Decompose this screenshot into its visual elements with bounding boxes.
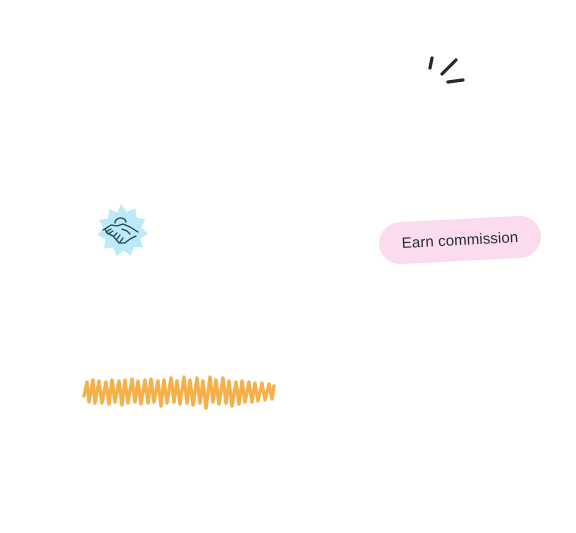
handshake-icon bbox=[102, 217, 139, 244]
zigzag-scribble bbox=[82, 375, 276, 410]
earn-commission-tag: Earn commission bbox=[378, 214, 542, 266]
spark-lines-icon bbox=[428, 56, 465, 84]
handshake-badge-icon bbox=[97, 204, 148, 256]
earn-commission-label: Earn commission bbox=[401, 228, 519, 252]
